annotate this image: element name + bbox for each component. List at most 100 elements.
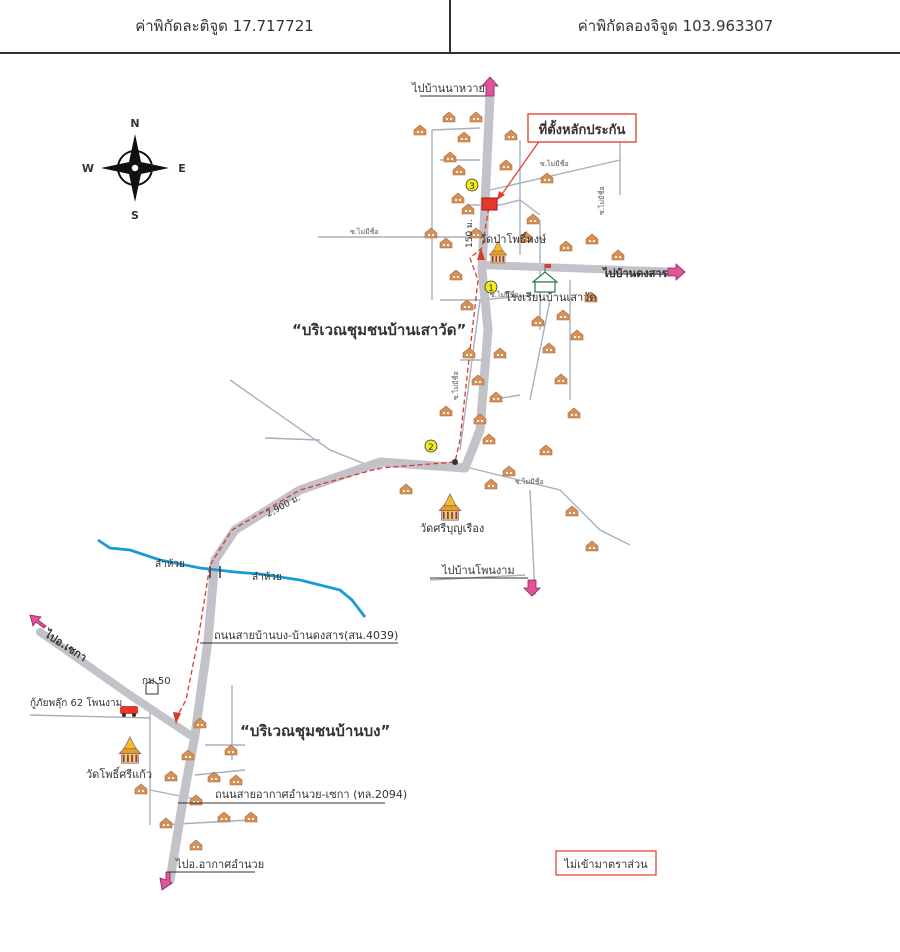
label-stream-1: ลำห้วย [155, 558, 185, 570]
label-dist-150: 150 ม. [465, 219, 475, 248]
label-community-saowat: “บริเวณชุมชนบ้านเสาวัด” [292, 321, 466, 340]
house-icon [217, 811, 231, 823]
house-icon [229, 774, 243, 786]
svg-text:ซ.ไม่มีชื่อ: ซ.ไม่มีชื่อ [540, 159, 569, 168]
label-to-sekha: ไปอ.เซกา [41, 626, 90, 665]
compass-north: N [130, 117, 139, 130]
stream [97, 538, 367, 618]
temple-icon [118, 736, 142, 764]
house-icon [556, 309, 570, 321]
house-icon [482, 433, 496, 445]
house-icon [499, 159, 513, 171]
house-icon [559, 240, 573, 252]
house-icon [526, 213, 540, 225]
junction-dot [452, 459, 458, 465]
svg-text:3: 3 [469, 182, 475, 192]
arrow-akat [159, 871, 173, 891]
house-icon [134, 783, 148, 795]
main-roads [36, 90, 684, 885]
label-rescue: กู้ภัยพลุ๊ก 62 โพนงาม [30, 696, 122, 709]
house-icon [542, 342, 556, 354]
house-icon [451, 192, 465, 204]
house-icon [164, 770, 178, 782]
house-icon [439, 237, 453, 249]
house-icon [244, 811, 258, 823]
longitude-text: ค่าพิกัดลองจิจูด 103.963307 [577, 17, 774, 35]
not-to-scale-box [555, 850, 657, 876]
label-to-phonngam: ไปบ้านโพนงาม [441, 563, 515, 577]
house-icon [539, 444, 553, 456]
house-icon [224, 744, 238, 756]
house-icon [504, 129, 518, 141]
route-arrow-down [173, 712, 181, 724]
compass-icon [101, 134, 169, 202]
rescue-icon [120, 706, 138, 717]
soi-labels: ซ.ไม่มีชื่อ ซ.ไม่มีชื่อ ซ.ไม่มีชื่อ ซ.ไม… [350, 159, 606, 486]
latitude-text: ค่าพิกัดละติจูด 17.717721 [135, 17, 314, 35]
arrow-north [481, 76, 499, 97]
longitude-cell: ค่าพิกัดลองจิจูด 103.963307 [451, 0, 900, 52]
label-to-nawai: ไปบ้านนาหวาย [411, 82, 485, 95]
label-stream-2: ลำห้วย [252, 571, 282, 583]
svg-text:ซ.ไม่มีชื่อ: ซ.ไม่มีชื่อ [490, 290, 519, 299]
house-icon [449, 269, 463, 281]
svg-text:ซ.ไม่มีชื่อ: ซ.ไม่มีชื่อ [350, 227, 379, 236]
collateral-site [481, 197, 498, 211]
label-wat-phosong: วัดป่าโพธิ์หงษ์ [480, 231, 546, 246]
house-icon [567, 407, 581, 419]
house-icon [443, 151, 457, 163]
compass-south: S [131, 209, 139, 222]
arrow-east [667, 263, 686, 281]
house-icon [570, 329, 584, 341]
latitude-cell: ค่าพิกัดละติจูด 17.717721 [0, 0, 451, 52]
label-community-bong: “บริเวณชุมชนบ้านบง” [240, 722, 390, 741]
house-icon [540, 172, 554, 184]
label-road-2094: ถนนสายอากาศอำนวย-เซกา (ทล.2094) [215, 788, 407, 801]
house-icon [159, 817, 173, 829]
label-km50: กม.50 [142, 676, 171, 687]
svg-text:2: 2 [428, 443, 434, 453]
arrow-phonngam [523, 579, 541, 597]
marker-3: 3 [465, 178, 479, 192]
route-arrow-up [477, 248, 485, 260]
house-icon [554, 373, 568, 385]
house-icon [413, 124, 427, 136]
label-to-dongsan: ไปบ้านดงสาร [601, 266, 668, 280]
house-icon [439, 405, 453, 417]
direction-arrows [29, 76, 686, 891]
site-label: ที่ตั้งหลักประกัน [539, 119, 626, 138]
house-icon [189, 839, 203, 851]
school-icon [531, 264, 559, 293]
house-icon [452, 164, 466, 176]
house-icon [484, 478, 498, 490]
svg-text:ซ.ไม่มีชื่อ: ซ.ไม่มีชื่อ [451, 371, 460, 400]
arrow-sekha [29, 614, 47, 629]
house-icon [469, 111, 483, 123]
label-wat-phosrikaew: วัดโพธิ์ศรีแก้ว [86, 766, 152, 781]
house-icon [531, 315, 545, 327]
house-icon [489, 391, 503, 403]
compass-west: W [82, 162, 94, 175]
temple-icon [438, 493, 462, 521]
svg-text:ซ.ไม่มีชื่อ: ซ.ไม่มีชื่อ [515, 477, 544, 486]
house-icon [585, 540, 599, 552]
house-icon [442, 111, 456, 123]
label-not-to-scale: ไม่เข้ามาตราส่วน [563, 858, 648, 871]
house-icon [585, 233, 599, 245]
svg-text:1: 1 [488, 284, 494, 294]
house-icon [460, 299, 474, 311]
house-icon [424, 227, 438, 239]
site-label-box [527, 113, 637, 143]
house-icon [457, 131, 471, 143]
route-line [174, 199, 491, 721]
coordinate-header: ค่าพิกัดละติจูด 17.717721 ค่าพิกัดลองจิจ… [0, 0, 900, 54]
house-icon [493, 347, 507, 359]
svg-text:ซ.ไม่มีชื่อ: ซ.ไม่มีชื่อ [597, 186, 606, 215]
label-road-4039: ถนนสายบ้านบง-บ้านดงสาร(สน.4039) [214, 629, 398, 642]
label-to-akat: ไปอ.อากาศอำนวย [175, 858, 264, 871]
label-wat-sriboon: วัดศรีบุญเรือง [420, 522, 484, 535]
label-school: โรงเรียนบ้านเสาวัด [505, 290, 596, 304]
house-icon [565, 505, 579, 517]
marker-2: 2 [424, 439, 438, 453]
